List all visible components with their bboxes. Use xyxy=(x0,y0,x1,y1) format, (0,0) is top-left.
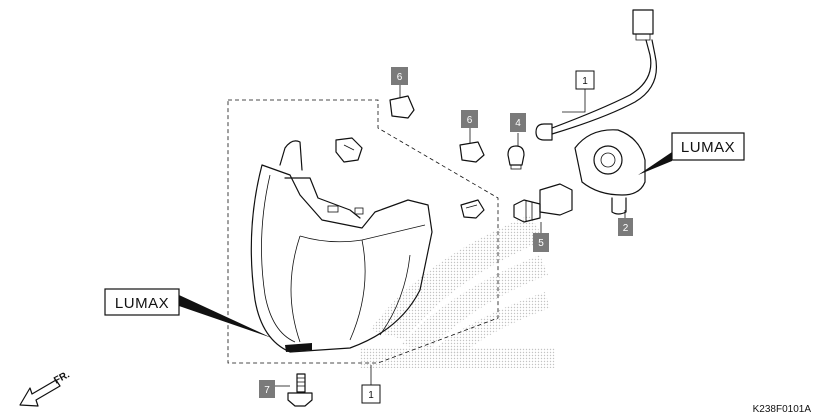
brand-label: LUMAX xyxy=(115,295,169,312)
bulb-socket-harness xyxy=(535,9,657,141)
callout-box: 5 xyxy=(533,233,549,252)
callout-box: 2 xyxy=(618,218,633,236)
diagram-code: K238F0101A xyxy=(753,404,812,415)
callout-number: 7 xyxy=(264,385,270,396)
callout-box: 1 xyxy=(575,70,595,90)
lumax-pointer-left xyxy=(179,295,272,338)
mounting-bolt xyxy=(287,373,313,407)
clip-fastener xyxy=(460,199,485,219)
callout-number: 2 xyxy=(623,223,629,234)
leader-lines xyxy=(275,85,626,387)
callout-number: 1 xyxy=(582,76,588,87)
callout-box: 1 xyxy=(361,384,381,404)
front-direction-arrow: FR. xyxy=(19,369,72,407)
callout-box: 6 xyxy=(391,67,408,85)
assembly-boundary xyxy=(227,99,499,364)
clip-fastener xyxy=(335,137,363,163)
callout-number: 4 xyxy=(515,118,521,129)
clip-fastener xyxy=(389,95,415,119)
callout-box: 4 xyxy=(510,113,526,132)
callout-number: 6 xyxy=(397,72,403,83)
clip-fastener xyxy=(459,141,485,163)
direction-label: FR. xyxy=(52,369,72,386)
honda-wing-watermark xyxy=(360,215,555,368)
callout-number: 5 xyxy=(538,238,544,249)
brand-label: LUMAX xyxy=(681,139,735,156)
brand-label-box: LUMAX xyxy=(104,288,180,316)
headlight-unit xyxy=(250,140,433,353)
callout-box: 6 xyxy=(461,110,478,128)
headlight-bulb xyxy=(513,183,573,223)
brand-label-box: LUMAX xyxy=(671,132,745,161)
lumax-pointer-right xyxy=(638,152,672,175)
position-bulb xyxy=(507,145,525,170)
callout-number: 1 xyxy=(368,390,374,401)
dust-cover xyxy=(574,129,646,215)
callout-box: 7 xyxy=(259,380,275,398)
callout-number: 6 xyxy=(467,115,473,126)
